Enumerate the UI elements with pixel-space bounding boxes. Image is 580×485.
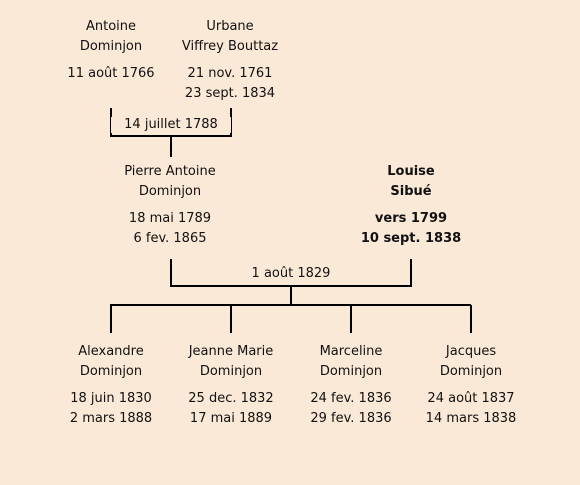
- person-name-line1: Urbane: [206, 19, 254, 34]
- person-birth-date: 25 dec. 1832: [188, 391, 274, 406]
- child-jacques-dominjon: Jacques Dominjon 24 août 1837 14 mars 18…: [401, 342, 541, 429]
- person-death-date: 14 mars 1838: [425, 411, 517, 426]
- person-death-date: 29 fev. 1836: [310, 411, 392, 426]
- person-birth-date: 18 mai 1789: [128, 211, 212, 226]
- person-birth-date: 24 août 1837: [427, 391, 515, 406]
- person-name-line1: Antoine: [85, 19, 137, 34]
- person-name-line1: Alexandre: [78, 344, 144, 359]
- person-urbane-viffrey-bouttaz: Urbane Viffrey Bouttaz 21 nov. 1761 23 s…: [160, 17, 300, 104]
- person-name-line2: Dominjon: [79, 364, 143, 379]
- person-death-date: 2 mars 1888: [69, 411, 153, 426]
- gen2-marriage-date: 1 août 1829: [251, 266, 331, 281]
- person-name-line2: Viffrey Bouttaz: [181, 39, 279, 54]
- person-name-line2: Dominjon: [138, 184, 202, 199]
- person-name-line2: Dominjon: [79, 39, 143, 54]
- child-jeanne-marie-dominjon: Jeanne Marie Dominjon 25 dec. 1832 17 ma…: [161, 342, 301, 429]
- person-birth-date: vers 1799: [374, 211, 448, 226]
- person-death-date: 17 mai 1889: [189, 411, 273, 426]
- person-louise-sibue: Louise Sibué vers 1799 10 sept. 1838: [341, 162, 481, 249]
- child-marceline-dominjon: Marceline Dominjon 24 fev. 1836 29 fev. …: [281, 342, 421, 429]
- person-name-line1: Marceline: [319, 344, 383, 359]
- person-birth-date: 21 nov. 1761: [187, 66, 273, 81]
- person-name-line1: Louise: [387, 164, 435, 179]
- person-name-line1: Pierre Antoine: [124, 164, 216, 179]
- person-birth-date: 24 fev. 1836: [310, 391, 392, 406]
- person-death-date: 6 fev. 1865: [133, 231, 207, 246]
- person-name-line2: Dominjon: [439, 364, 503, 379]
- person-death-date: 23 sept. 1834: [184, 86, 276, 101]
- gen1-marriage-date: 14 juillet 1788: [111, 117, 231, 133]
- person-pierre-antoine-dominjon: Pierre Antoine Dominjon 18 mai 1789 6 fe…: [100, 162, 240, 249]
- person-antoine-dominjon: Antoine Dominjon 11 août 1766: [41, 17, 181, 84]
- person-name-line1: Jacques: [445, 344, 497, 359]
- person-name-line2: Dominjon: [199, 364, 263, 379]
- person-name-line1: Jeanne Marie: [188, 344, 274, 359]
- person-name-line2: Dominjon: [319, 364, 383, 379]
- person-death-date: 10 sept. 1838: [360, 231, 462, 246]
- person-name-line2: Sibué: [390, 184, 432, 199]
- person-birth-date: 18 juin 1830: [70, 391, 152, 406]
- child-alexandre-dominjon: Alexandre Dominjon 18 juin 1830 2 mars 1…: [41, 342, 181, 429]
- person-birth-date: 11 août 1766: [67, 66, 155, 81]
